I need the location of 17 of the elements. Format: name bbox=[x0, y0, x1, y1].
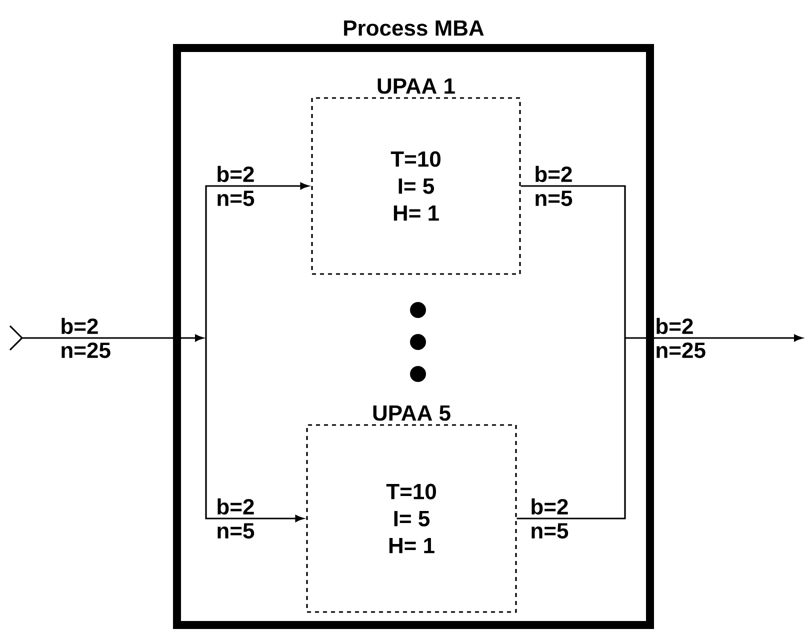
connector-line bbox=[516, 338, 626, 520]
edge-label: b=2 n=5 bbox=[532, 498, 568, 539]
flow-label: b=2 n=25 bbox=[62, 318, 110, 358]
edge-label: b=2 n=5 bbox=[218, 498, 254, 539]
connector-line bbox=[520, 185, 626, 338]
arrow bbox=[9, 325, 204, 351]
dashed-box: UPAA 1 T=10 I= 5 H= 1 bbox=[311, 78, 521, 275]
node-label: Process MBA bbox=[344, 20, 484, 36]
node-label: UPAA 1 bbox=[378, 78, 455, 94]
arrow bbox=[205, 338, 304, 522]
edge-label: b=2 n=5 bbox=[536, 166, 572, 206]
dashed-box: UPAA 5 T=10 I= 5 H= 1 bbox=[306, 405, 517, 613]
flow-label: b=2 n=25 bbox=[656, 318, 706, 358]
arrow bbox=[205, 182, 309, 338]
edge-label: b=2 n=5 bbox=[218, 166, 254, 206]
arrow bbox=[625, 334, 802, 342]
node-label: UPAA 5 bbox=[373, 405, 450, 421]
